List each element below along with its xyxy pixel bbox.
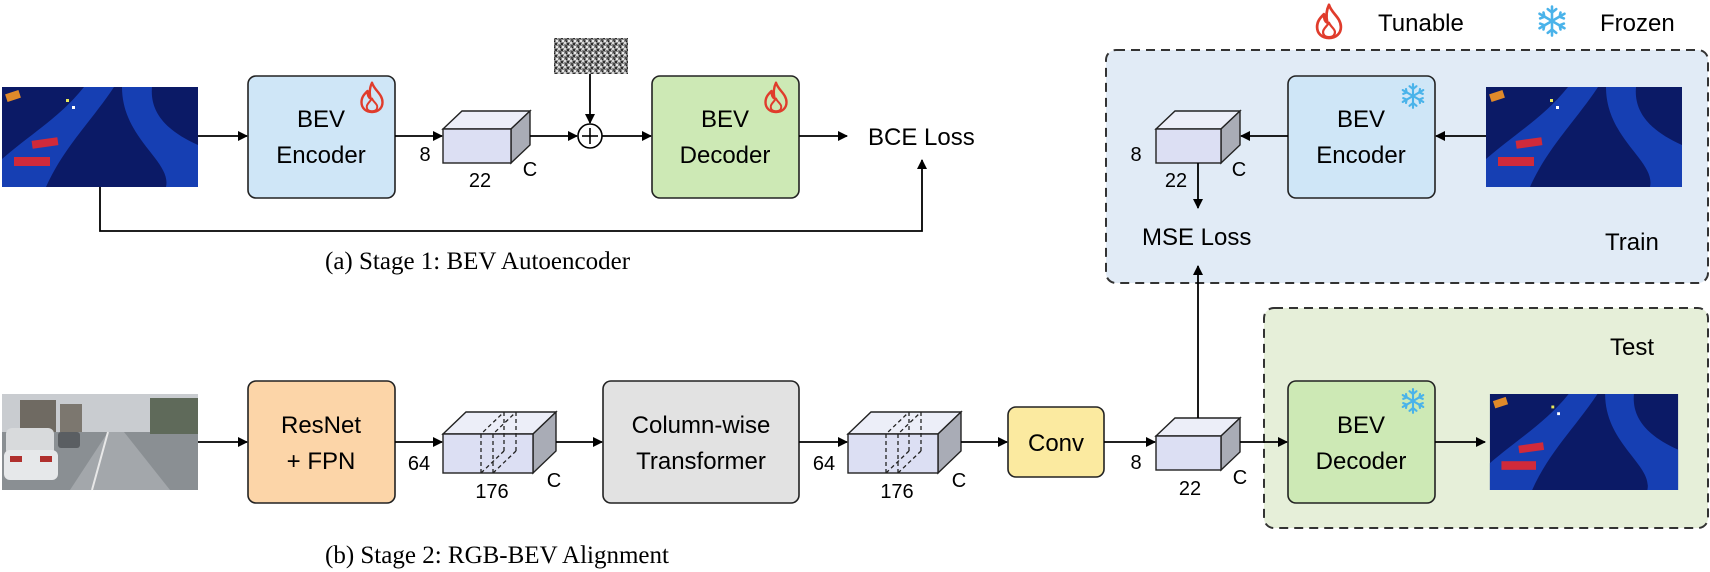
- test-label: Test: [1610, 334, 1654, 361]
- snowflake-icon: [1538, 5, 1566, 37]
- test-bev-output-image: [1489, 394, 1679, 490]
- train-encoder-line2: Encoder: [1316, 142, 1405, 169]
- stage1-encoder-line2: Encoder: [276, 142, 365, 169]
- stage1-bev-input-image: [2, 87, 198, 187]
- stage2-latent-width: 22: [1179, 478, 1201, 500]
- train-latent-cube: [1154, 109, 1242, 165]
- stage1-encoder-line1: BEV: [297, 106, 345, 133]
- test-decoder-line1: BEV: [1337, 412, 1385, 439]
- flame-icon: [1315, 3, 1343, 40]
- test-decoder-line2: Decoder: [1316, 448, 1407, 475]
- stage2-feature-cube-2: [846, 410, 963, 475]
- stage2-feature-cube-1: [441, 410, 558, 475]
- stage1-caption: (a) Stage 1: BEV Autoencoder: [325, 248, 631, 275]
- mse-loss-label: MSE Loss: [1142, 224, 1251, 251]
- train-bev-input-image: [1486, 87, 1682, 187]
- stage1-bev-decoder-box: [651, 75, 800, 199]
- feat2-channels: C: [952, 470, 966, 492]
- feat1-width: 176: [475, 481, 508, 503]
- stage1-latent-height: 8: [419, 144, 430, 166]
- stage2-latent-cube: [1154, 416, 1242, 472]
- stage2-latent-channels: C: [1233, 467, 1247, 489]
- resnet-fpn-box: [247, 380, 396, 504]
- train-latent-width: 22: [1165, 170, 1187, 192]
- backbone-line1: ResNet: [281, 412, 361, 439]
- transformer-line2: Transformer: [636, 448, 766, 475]
- feat1-height: 64: [408, 453, 430, 475]
- legend-tunable-label: Tunable: [1378, 10, 1464, 37]
- conv-label: Conv: [1028, 430, 1084, 457]
- stage2-latent-height: 8: [1130, 452, 1141, 474]
- stage1-latent-cube: [441, 109, 532, 165]
- train-encoder-line1: BEV: [1337, 106, 1385, 133]
- feat2-width: 176: [880, 481, 913, 503]
- train-latent-height: 8: [1130, 144, 1141, 166]
- stage2-caption: (b) Stage 2: RGB-BEV Alignment: [325, 542, 669, 569]
- stage1-decoder-line2: Decoder: [680, 142, 771, 169]
- legend-frozen-label: Frozen: [1600, 10, 1675, 37]
- stage1-latent-channels: C: [523, 159, 537, 181]
- train-label: Train: [1605, 229, 1659, 256]
- train-latent-channels: C: [1232, 159, 1246, 181]
- stage1-arrows: [99, 74, 927, 232]
- legend: Tunable Frozen: [1315, 3, 1675, 40]
- stage1-latent-width: 22: [469, 170, 491, 192]
- noise-image: [554, 38, 628, 74]
- column-wise-transformer-box: [602, 380, 800, 504]
- backbone-line2: + FPN: [287, 448, 356, 475]
- bce-loss-label: BCE Loss: [868, 124, 975, 151]
- stage1-bev-encoder-box: [247, 75, 396, 199]
- stage1-decoder-line1: BEV: [701, 106, 749, 133]
- transformer-line1: Column-wise: [632, 412, 771, 439]
- stage2-rgb-input-image: [2, 394, 198, 491]
- stage2-arrows: [198, 265, 1486, 447]
- train-arrows: [1193, 131, 1486, 209]
- feat2-height: 64: [813, 453, 835, 475]
- feat1-channels: C: [547, 470, 561, 492]
